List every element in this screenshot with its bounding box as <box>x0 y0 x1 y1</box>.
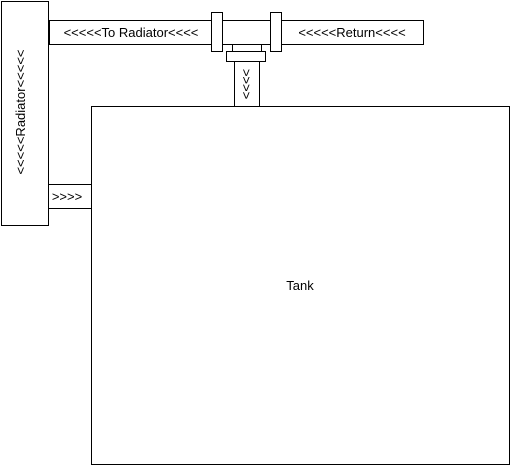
inlet-pipe <box>48 184 92 209</box>
return-label: <<<<<Return<<<< <box>298 25 405 40</box>
tee-fitting-top <box>232 44 262 52</box>
drop-flow-label: >>>> <box>239 69 254 99</box>
radiator-label: <<<<<Radiator<<<<< <box>13 49 28 174</box>
radiator-block <box>1 1 49 226</box>
right-flange <box>270 12 282 52</box>
tank <box>91 106 510 465</box>
inlet-flow-label: >>>> <box>52 189 82 204</box>
tee-fitting-collar <box>226 51 266 62</box>
to-radiator-label: <<<<<To Radiator<<<< <box>64 25 199 40</box>
tank-label: Tank <box>286 278 314 293</box>
drop-pipe <box>234 60 260 107</box>
top-pipe <box>49 20 424 45</box>
left-flange <box>211 12 223 52</box>
